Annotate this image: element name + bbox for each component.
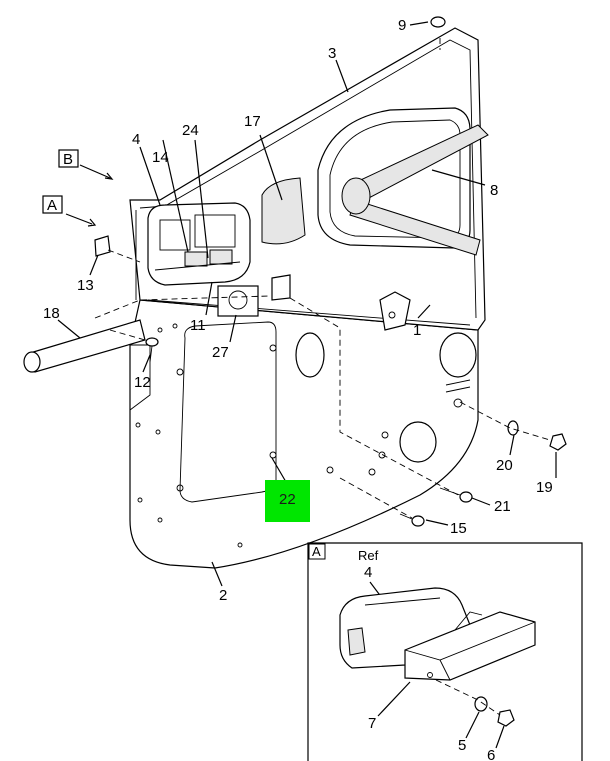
callout-11: 11 bbox=[190, 317, 206, 334]
callout-18: 18 bbox=[43, 305, 60, 322]
highlight-box[interactable] bbox=[265, 480, 310, 522]
screw-15 bbox=[399, 513, 425, 527]
leader-lines bbox=[57, 21, 557, 587]
view-flag-a-text: A bbox=[47, 197, 57, 214]
callout-1: 1 bbox=[413, 322, 421, 339]
detail-a-callout-4: 4 bbox=[364, 564, 372, 581]
callout-4: 4 bbox=[132, 131, 140, 148]
callout-22-highlight[interactable]: 22 bbox=[265, 480, 310, 522]
nut-19 bbox=[549, 433, 567, 451]
detail-a-callout-6: 6 bbox=[487, 747, 495, 761]
callout-27: 27 bbox=[212, 344, 229, 361]
bracket-1 bbox=[379, 291, 411, 331]
callout-20: 20 bbox=[496, 457, 513, 474]
latch-openings bbox=[295, 332, 477, 463]
detail-a-title: A bbox=[312, 544, 321, 559]
callout-2: 2 bbox=[219, 587, 227, 604]
detail-a-callout-5: 5 bbox=[458, 737, 466, 754]
callout-9: 9 bbox=[398, 17, 406, 34]
clip-13 bbox=[94, 235, 111, 257]
assembly-lines bbox=[94, 38, 551, 519]
screw-21 bbox=[439, 487, 473, 503]
view-flag-b-text: B bbox=[63, 151, 73, 168]
washer-20 bbox=[507, 420, 519, 436]
pocket-17 bbox=[261, 177, 306, 245]
callout-22[interactable]: 22 bbox=[279, 491, 296, 508]
callout-21: 21 bbox=[494, 498, 511, 515]
callout-labels: 1 2 3 4 8 9 11 12 13 14 15 17 18 19 20 2… bbox=[43, 17, 553, 604]
detail-a-ref: Ref bbox=[358, 548, 379, 563]
callout-3: 3 bbox=[328, 45, 336, 62]
armrest-handle-cavity bbox=[317, 107, 489, 256]
callout-24: 24 bbox=[182, 122, 199, 139]
switch-bezel bbox=[147, 202, 251, 286]
grab-bar-18 bbox=[23, 319, 146, 373]
view-flag-b: B bbox=[58, 149, 79, 168]
callout-14: 14 bbox=[152, 149, 169, 166]
speaker-plate-27 bbox=[217, 285, 259, 317]
callout-12: 12 bbox=[134, 374, 151, 391]
nut-9 bbox=[430, 16, 446, 28]
callout-15: 15 bbox=[450, 520, 467, 537]
callout-17: 17 bbox=[244, 113, 261, 130]
callout-19: 19 bbox=[536, 479, 553, 496]
detail-view-a: A Ref 4 7 5 6 bbox=[307, 542, 583, 761]
callout-8: 8 bbox=[490, 182, 498, 199]
callout-13: 13 bbox=[77, 277, 94, 294]
detail-a-callout-7: 7 bbox=[368, 715, 376, 732]
view-flag-a: A bbox=[42, 195, 63, 214]
mount-bracket bbox=[271, 274, 291, 301]
screw-12 bbox=[145, 337, 159, 363]
